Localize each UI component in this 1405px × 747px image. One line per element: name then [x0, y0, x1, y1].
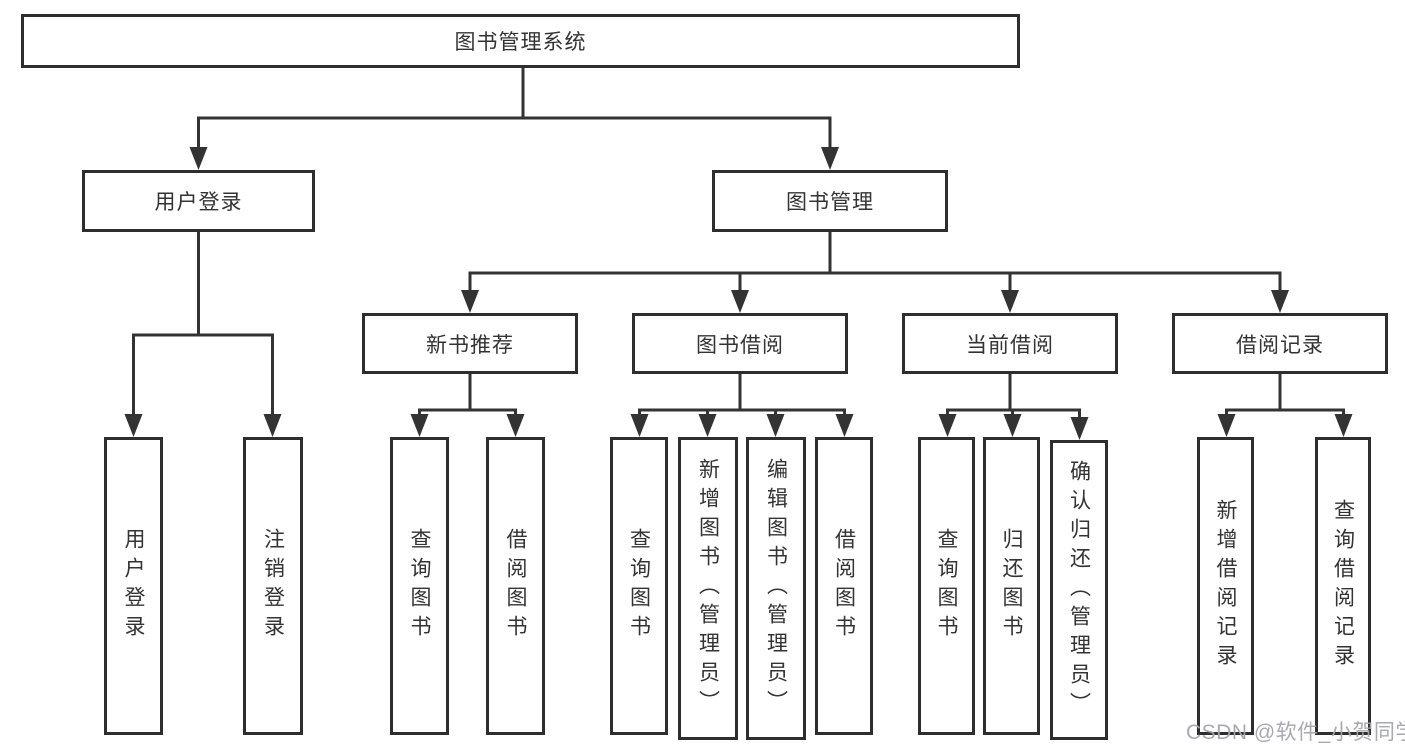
node-label: 当前借阅	[966, 333, 1054, 357]
node-label: 图书管理系统	[454, 31, 587, 54]
node-branch-book-borrow: 图书借阅	[632, 313, 848, 374]
connector-records-to-leaves	[1217, 372, 1353, 437]
csdn-watermark: CSDN @软件_小贺同学	[1186, 721, 1405, 744]
node-label: 借阅图书	[832, 528, 856, 644]
node-label: 图书借阅	[696, 333, 784, 357]
leaf-return-books: 归还图书	[983, 437, 1040, 735]
leaf-borrow-books-recommend: 借阅图书	[486, 437, 545, 735]
node-label: 归还图书	[1000, 528, 1023, 644]
node-label: 新增图书（管理员）	[696, 458, 720, 719]
node-label: 注销登录	[261, 528, 285, 644]
node-branch-new-book-recommend: 新书推荐	[362, 313, 578, 374]
node-branch-borrow-records: 借阅记录	[1172, 313, 1388, 374]
node-label: 查询借阅记录	[1331, 499, 1355, 673]
leaf-edit-books-admin: 编辑图书（管理员）	[746, 437, 806, 740]
leaf-add-books-admin: 新增图书（管理员）	[678, 437, 738, 740]
node-user-login: 用户登录	[82, 170, 315, 232]
leaf-query-books-borrow: 查询图书	[610, 437, 668, 735]
leaf-user-login: 用户登录	[104, 437, 163, 735]
leaf-logout: 注销登录	[243, 437, 303, 735]
leaf-query-books-recommend: 查询图书	[390, 437, 449, 735]
leaf-confirm-return-admin: 确认归还（管理员）	[1050, 440, 1108, 740]
node-label: 查询图书	[408, 528, 431, 644]
connector-borrow-to-leaves	[630, 372, 854, 437]
connector-current-to-leaves	[938, 372, 1089, 440]
node-label: 确认归还（管理员）	[1067, 459, 1091, 721]
connector-mgmt-to-branches	[461, 230, 1289, 313]
connector-root-to-level2	[189, 66, 839, 170]
connector-recommend-to-leaves	[410, 372, 525, 437]
node-label: 查询图书	[935, 528, 958, 644]
node-label: 新增借阅记录	[1214, 499, 1237, 673]
connector-login-to-leaves	[124, 230, 282, 437]
node-book-management: 图书管理	[712, 170, 948, 232]
node-label: 图书管理	[786, 191, 874, 214]
node-root-system: 图书管理系统	[21, 14, 1020, 68]
leaf-borrow-books: 借阅图书	[815, 437, 873, 735]
node-label: 用户登录	[122, 528, 145, 644]
node-label: 借阅记录	[1236, 333, 1324, 357]
leaf-query-books-current: 查询图书	[918, 437, 975, 735]
node-branch-current-borrow: 当前借阅	[902, 313, 1118, 374]
node-label: 查询图书	[627, 528, 651, 644]
node-label: 用户登录	[154, 191, 243, 214]
node-label: 借阅图书	[504, 528, 527, 644]
leaf-query-borrow-record: 查询借阅记录	[1315, 437, 1371, 735]
node-label: 新书推荐	[426, 333, 514, 357]
leaf-add-borrow-record: 新增借阅记录	[1197, 437, 1254, 735]
node-label: 编辑图书（管理员）	[764, 458, 788, 719]
